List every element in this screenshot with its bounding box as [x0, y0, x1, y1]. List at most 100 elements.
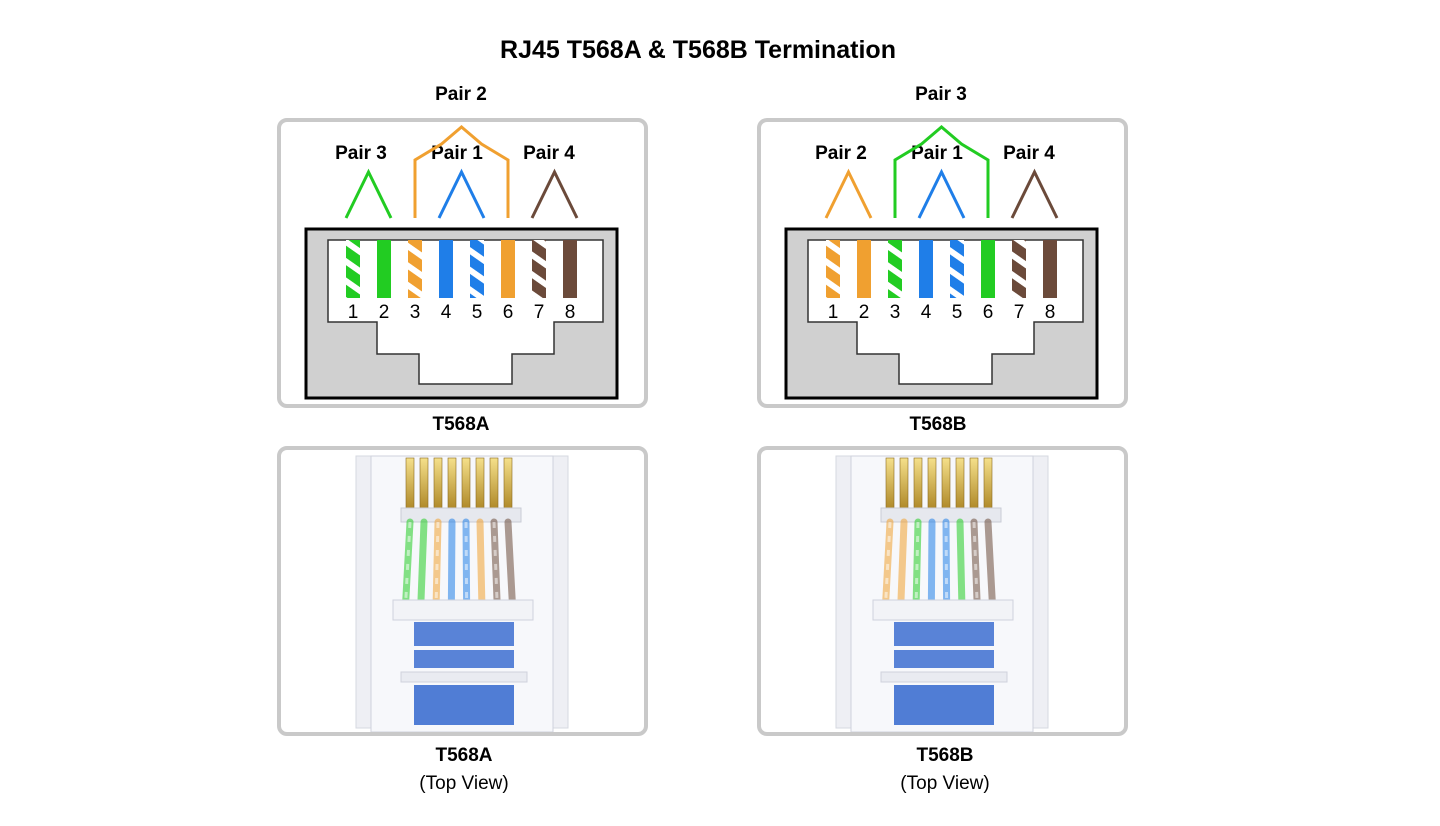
pin-number-8: 8 [1045, 302, 1056, 323]
gold-contact [433, 457, 443, 509]
wire-pin-2 [857, 240, 871, 298]
pair-label: Pair 1 [911, 143, 963, 164]
gold-contact [969, 457, 979, 509]
pair-line-split [413, 125, 510, 218]
wire-pin-6 [501, 240, 515, 298]
gold-contact [461, 457, 471, 509]
pair-line [917, 168, 966, 219]
wire-pin-7 [532, 240, 546, 298]
pin-number-8: 8 [565, 302, 576, 323]
t568a-photo-panel [277, 446, 648, 736]
wire-pin-8 [1043, 240, 1057, 298]
t568a-photo-caption: T568A [435, 745, 493, 766]
contact-base [880, 507, 1002, 523]
pin-number-7: 7 [534, 302, 545, 323]
plug-wire-5 [942, 518, 951, 604]
cable-jacket-band [894, 650, 994, 668]
t568b-top-pair-label: Pair 3 [915, 84, 967, 105]
pair-line [824, 168, 873, 219]
t568a-top-pair-label: Pair 2 [435, 84, 487, 105]
plug-wire-2 [897, 518, 908, 604]
wire-pin-5 [950, 240, 964, 298]
pin-number-2: 2 [859, 302, 870, 323]
cable-jacket-band [414, 622, 514, 646]
t568a-photo-subcaption: (Top View) [419, 773, 509, 794]
wire-pin-4 [439, 240, 453, 298]
gold-contact [913, 457, 923, 509]
plug-wire-2 [417, 518, 428, 604]
plug-wire-8 [504, 518, 516, 604]
gold-contact [447, 457, 457, 509]
wire-pin-6 [981, 240, 995, 298]
gold-contact [489, 457, 499, 509]
pin-number-5: 5 [952, 302, 963, 323]
gold-contact [899, 457, 909, 509]
pin-number-1: 1 [828, 302, 839, 323]
wire-pin-2 [377, 240, 391, 298]
plug-wire-8 [984, 518, 996, 604]
wire-pin-3 [408, 240, 422, 298]
t568b-diagram-caption: T568B [909, 414, 967, 435]
pin-number-6: 6 [983, 302, 994, 323]
gold-contact [927, 457, 937, 509]
plug-wire-1 [402, 518, 414, 604]
pin-number-4: 4 [441, 302, 452, 323]
wire-pin-1 [346, 240, 360, 298]
t568a-diagram-caption: T568A [432, 414, 490, 435]
t568b-photo-subcaption: (Top View) [900, 773, 990, 794]
plug-wire-4 [927, 518, 936, 604]
gold-contact [941, 457, 951, 509]
cable-jacket-band [894, 622, 994, 646]
pair-line-split [893, 125, 990, 218]
wire-pin-3 [888, 240, 902, 298]
gold-contact [885, 457, 895, 509]
cable-jacket-band [414, 650, 514, 668]
pin-number-5: 5 [472, 302, 483, 323]
plug-wire-7 [970, 518, 981, 604]
pin-number-7: 7 [1014, 302, 1025, 323]
gold-contact [475, 457, 485, 509]
plug-latch [400, 671, 528, 683]
pair-label: Pair 4 [523, 143, 575, 164]
strain-relief [872, 599, 1014, 621]
wire-pin-5 [470, 240, 484, 298]
gold-contact [419, 457, 429, 509]
page-title: RJ45 T568A & T568B Termination [500, 36, 896, 64]
pair-label: Pair 2 [815, 143, 867, 164]
plug-wire-7 [490, 518, 501, 604]
plug-wire-3 [912, 518, 922, 604]
plug-latch [880, 671, 1008, 683]
gold-contact [405, 457, 415, 509]
contact-base [400, 507, 522, 523]
gold-contact [955, 457, 965, 509]
pair-line [437, 168, 486, 219]
pair-label: Pair 4 [1003, 143, 1055, 164]
pair-label: Pair 3 [335, 143, 387, 164]
t568a-plug-photo [355, 455, 569, 733]
t568b-photo-panel [757, 446, 1128, 736]
plug-wire-5 [462, 518, 471, 604]
pin-number-1: 1 [348, 302, 359, 323]
pin-number-3: 3 [410, 302, 421, 323]
wire-pin-7 [1012, 240, 1026, 298]
pin-number-3: 3 [890, 302, 901, 323]
gold-contact [983, 457, 993, 509]
pin-number-2: 2 [379, 302, 390, 323]
strain-relief [392, 599, 534, 621]
pair-line [1010, 168, 1059, 219]
plug-wire-1 [882, 518, 894, 604]
gold-contact [503, 457, 513, 509]
plug-wire-4 [447, 518, 456, 604]
pin-number-6: 6 [503, 302, 514, 323]
wire-pin-4 [919, 240, 933, 298]
plug-wire-3 [432, 518, 442, 604]
cable-jacket [894, 685, 994, 725]
wire-pin-8 [563, 240, 577, 298]
pin-number-4: 4 [921, 302, 932, 323]
pair-line [530, 168, 579, 219]
cable-jacket [414, 685, 514, 725]
